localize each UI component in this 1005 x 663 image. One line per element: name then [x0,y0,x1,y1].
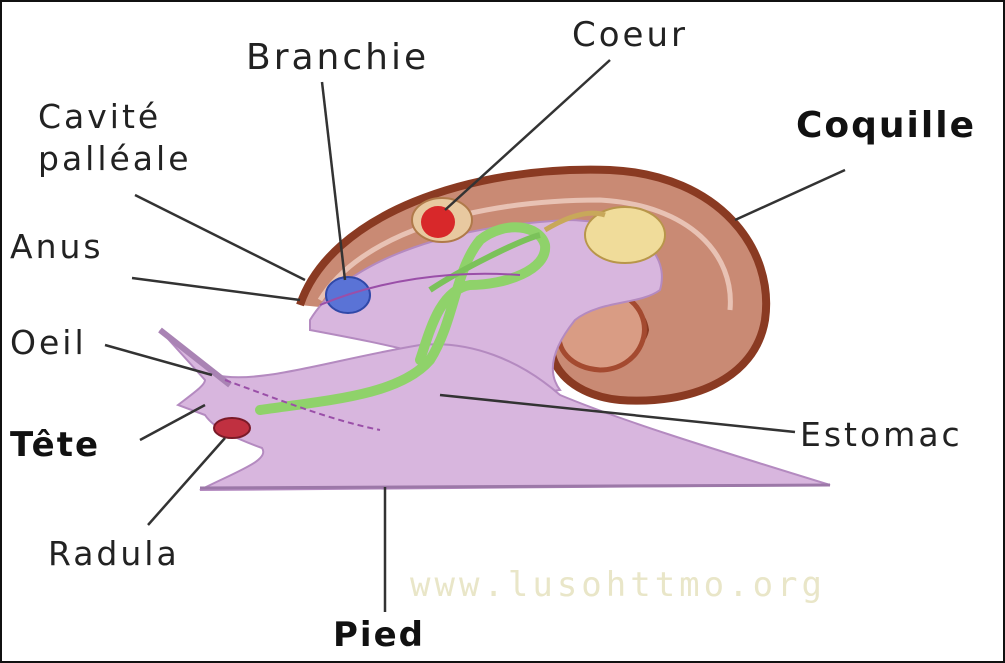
label-radula: Radula [48,537,180,570]
label-coeur: Coeur [572,18,688,52]
label-cavite-line1: Cavité [38,100,161,133]
label-tete: Tête [10,428,100,462]
label-cavite-line2: palléale [38,142,192,175]
label-estomac: Estomac [800,418,963,451]
leader-radula [148,438,225,525]
label-branchie: Branchie [246,40,429,76]
tentacle [160,330,230,385]
label-oeil: Oeil [10,326,87,359]
leader-cavite [135,195,305,280]
leader-anus [132,278,300,300]
label-anus: Anus [10,230,104,263]
leader-tete [140,405,205,440]
radula [214,418,250,438]
leader-coquille [735,170,845,220]
watermark: www.lusohttmo.org [410,568,826,602]
label-coquille: Coquille [796,108,976,144]
label-pied: Pied [333,618,425,652]
heart-chamber [421,206,455,238]
